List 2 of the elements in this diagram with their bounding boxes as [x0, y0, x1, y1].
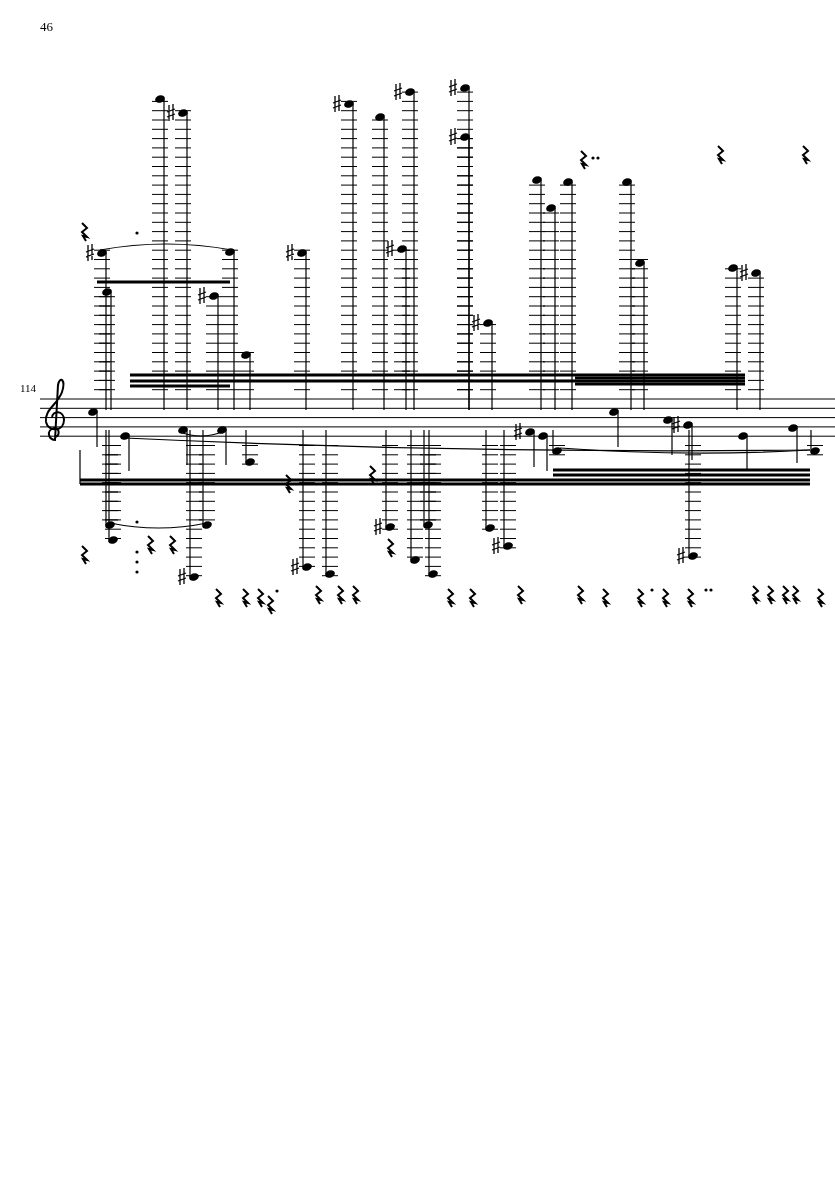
page-number: 46 [40, 20, 53, 33]
measure-number: 114 [20, 383, 37, 394]
